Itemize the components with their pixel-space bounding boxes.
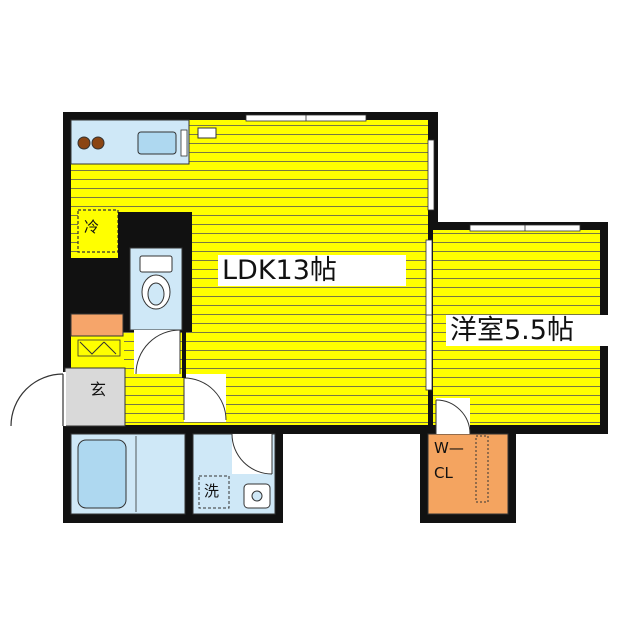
bathroom <box>70 433 186 515</box>
sink-icon <box>137 131 177 155</box>
hall-door <box>183 374 227 422</box>
stove-burner-icon <box>91 136 105 150</box>
washer-space <box>198 475 230 509</box>
toilet-room <box>129 247 183 331</box>
stove-burner-icon <box>77 136 91 150</box>
toilet-door <box>134 329 181 375</box>
entrance-area <box>64 339 126 427</box>
entry-door <box>10 372 66 427</box>
fridge-space <box>77 209 119 253</box>
kitchen-counter <box>70 119 190 165</box>
washroom <box>192 433 276 515</box>
western-room-floor <box>433 230 600 425</box>
walk-in-closet <box>427 398 509 515</box>
range-hood-icon <box>197 127 217 139</box>
bathtub-icon <box>77 439 127 509</box>
shoe-cabinet <box>70 313 124 337</box>
windows <box>245 114 581 391</box>
